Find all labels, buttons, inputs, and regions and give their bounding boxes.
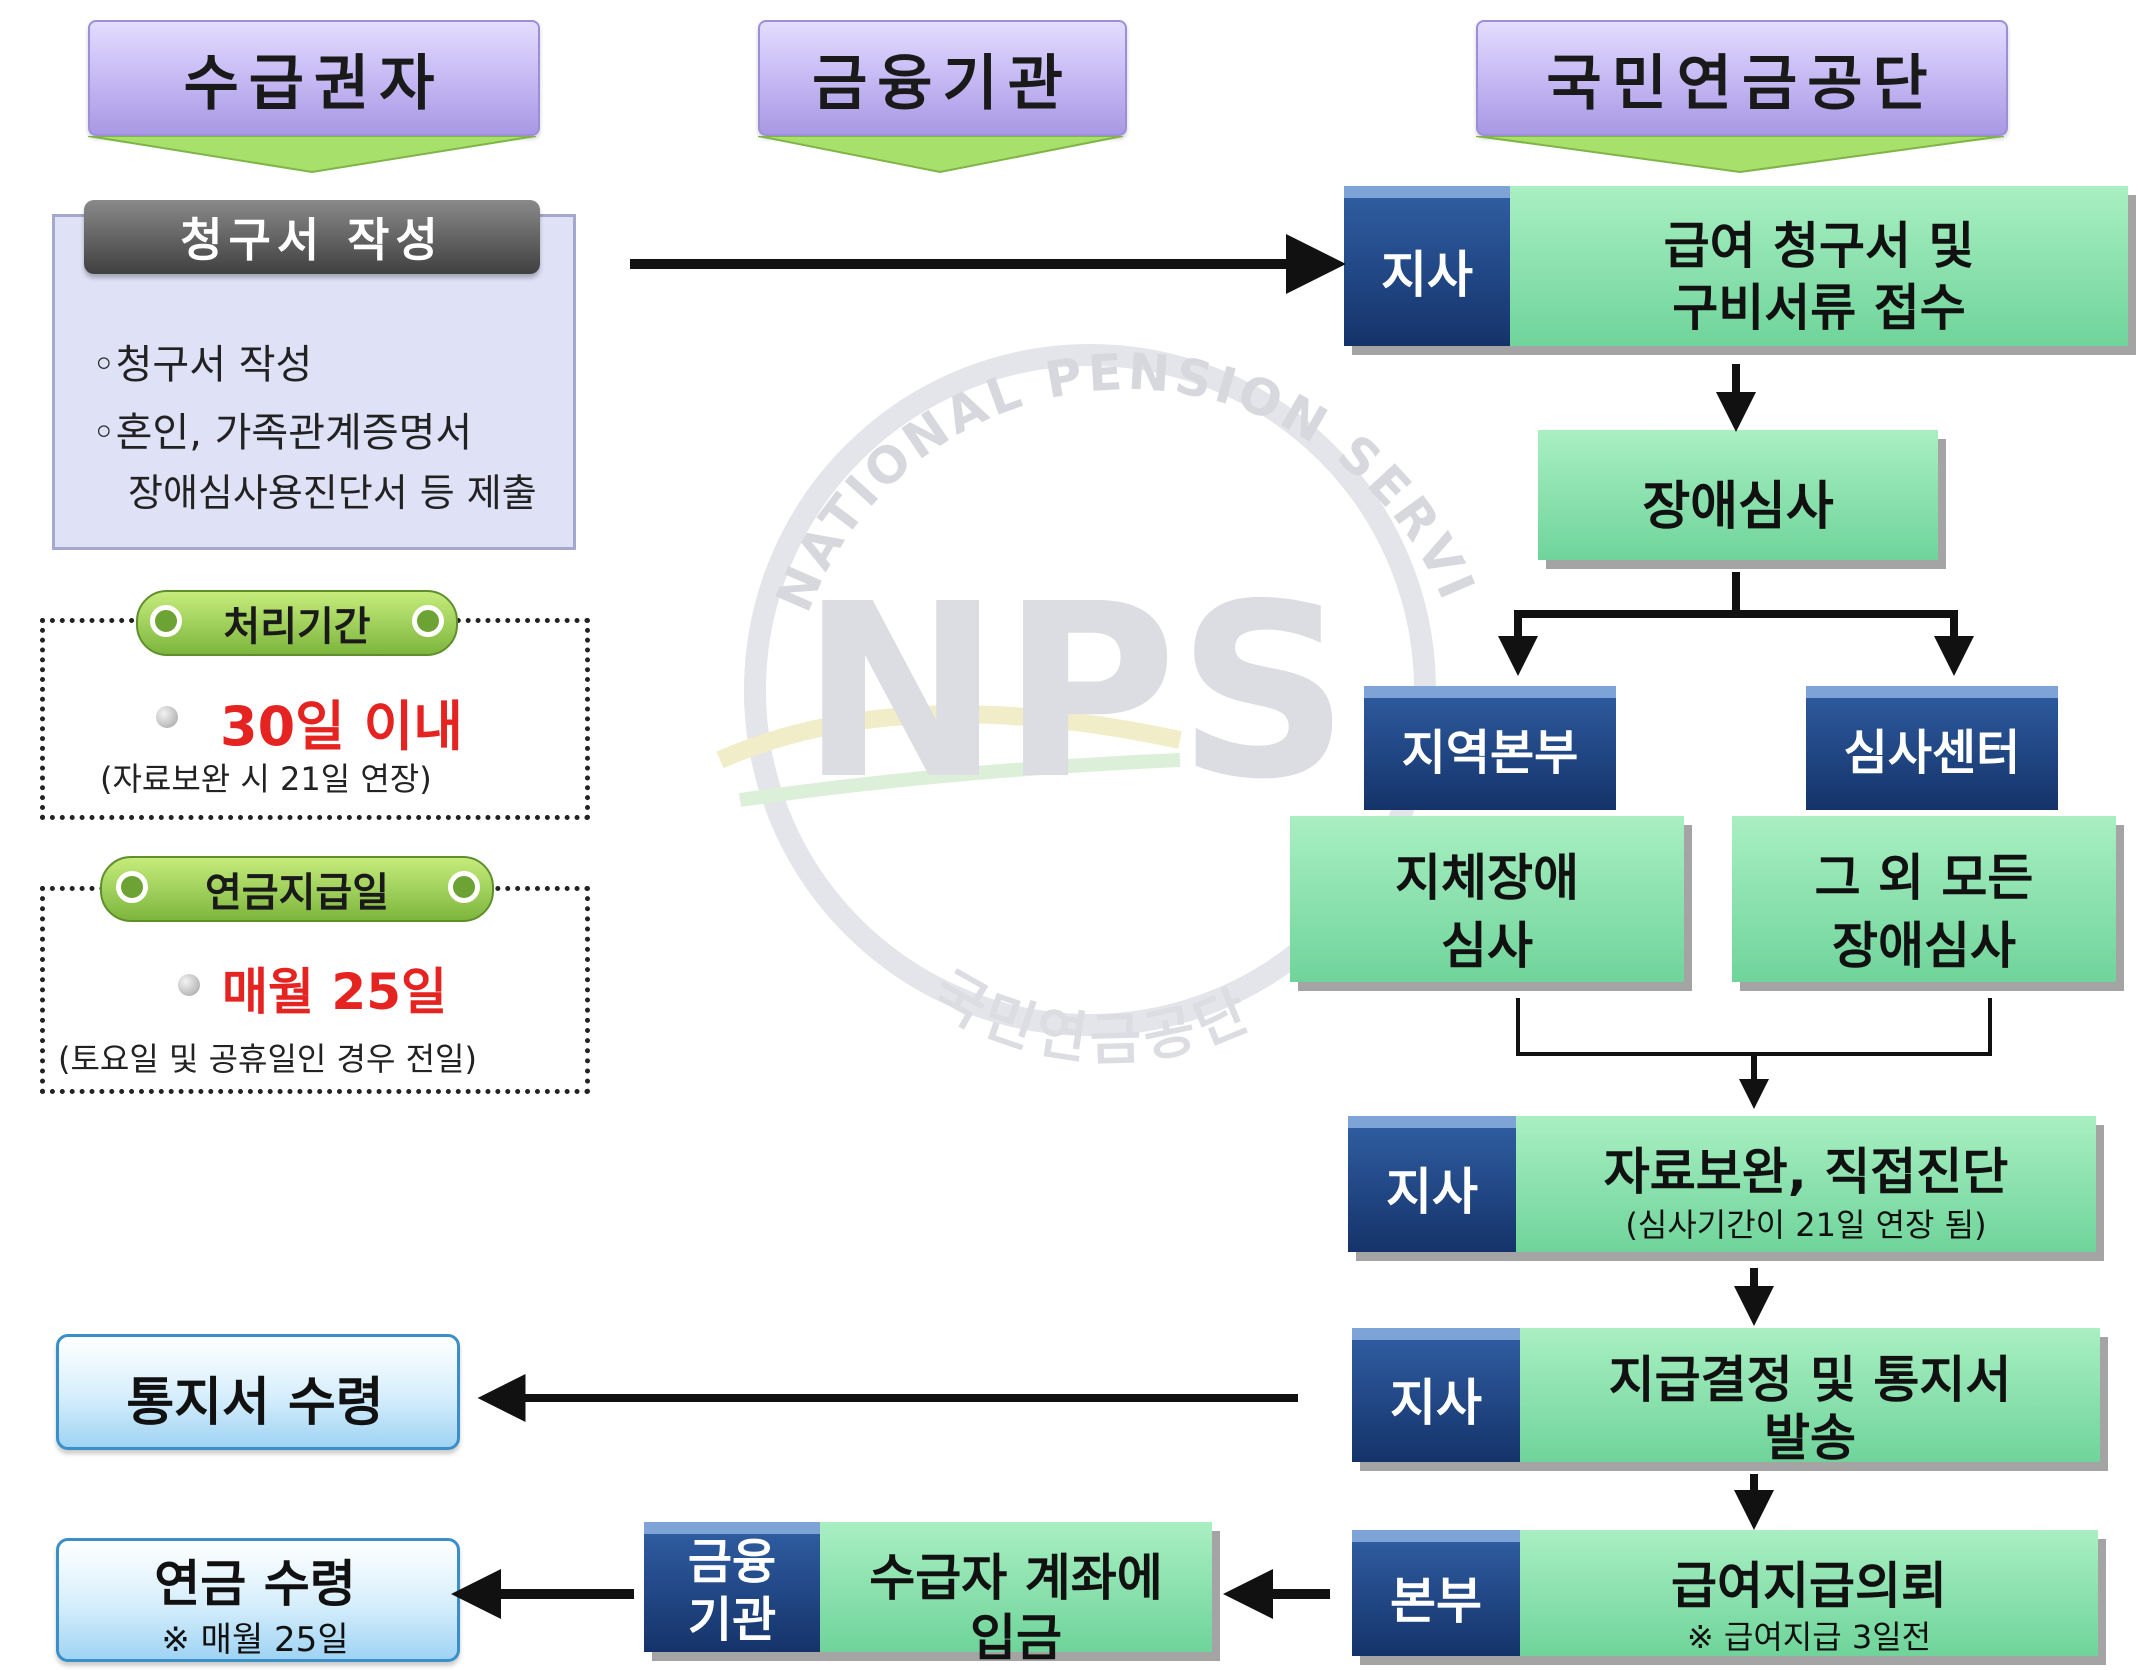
processing-period-pill: 처리기간 bbox=[136, 590, 458, 656]
processing-period-label: 처리기간 bbox=[223, 604, 371, 650]
tag-top-edge bbox=[644, 1522, 820, 1534]
notice-received-label: 통지서 수령 bbox=[126, 1373, 384, 1433]
pension-received-label: 연금 수령 bbox=[154, 1555, 356, 1613]
step-deposit-line1: 수급자 계좌에 bbox=[869, 1549, 1163, 1607]
step-request-tag-label: 본부 bbox=[1390, 1572, 1482, 1630]
step-center-box bbox=[1732, 816, 2116, 982]
column-header-financial-label: 금융기관 bbox=[812, 48, 1073, 119]
step-request-tag: 본부 bbox=[1352, 1538, 1520, 1656]
step-review-label: 장애심사 bbox=[1642, 477, 1834, 537]
column-header-financial-pointer bbox=[758, 136, 1123, 174]
pension-payday-pill: 연금지급일 bbox=[100, 856, 494, 922]
pill-ring-icon bbox=[150, 605, 182, 637]
tag-top-edge bbox=[1352, 1328, 1520, 1340]
step-regional-line1: 지체장애 bbox=[1395, 849, 1579, 907]
column-header-recipient-label: 수급권자 bbox=[183, 48, 445, 119]
step-center-line1: 그 외 모든 bbox=[1814, 849, 2034, 907]
step-supplement-tag-label: 지사 bbox=[1386, 1163, 1478, 1221]
bullet-icon bbox=[178, 974, 200, 996]
processing-period-note: (자료보완 시 21일 연장) bbox=[100, 760, 432, 798]
step-receive-line2: 구비서류 접수 bbox=[1672, 279, 1966, 337]
step-deposit-tag-line1: 금융 bbox=[687, 1534, 777, 1590]
pension-payday-value: 매월 25일 bbox=[222, 963, 447, 1021]
column-header-nps: 국민연금공단 bbox=[1476, 20, 2008, 136]
column-header-recipient: 수급권자 bbox=[88, 20, 540, 136]
step-review-box bbox=[1538, 430, 1938, 560]
step-center-tag-label: 심사센터 bbox=[1843, 725, 2021, 781]
step-deposit-line2: 입금 bbox=[970, 1609, 1062, 1667]
step-regional-line2: 심사 bbox=[1441, 917, 1533, 975]
step-regional-box bbox=[1290, 816, 1684, 982]
column-header-financial: 금융기관 bbox=[758, 20, 1127, 136]
pension-payday-note: (토요일 및 공휴일인 경우 전일) bbox=[58, 1040, 477, 1078]
step-regional-tag-label: 지역본부 bbox=[1401, 725, 1579, 781]
step-center-tag: 심사센터 bbox=[1806, 686, 2058, 810]
step-center-line2: 장애심사 bbox=[1832, 917, 2016, 975]
step-decision-line2: 발송 bbox=[1764, 1409, 1856, 1467]
step-supplement-tag: 지사 bbox=[1348, 1124, 1516, 1252]
step-decision-line1: 지급결정 및 통지서 bbox=[1608, 1351, 2012, 1409]
tag-top-edge bbox=[1352, 1530, 1520, 1542]
tag-top-edge bbox=[1806, 686, 2058, 698]
step-supplement-line2: (심사기간이 21일 연장 됨) bbox=[1625, 1206, 1987, 1244]
column-header-nps-pointer bbox=[1476, 136, 2004, 174]
pension-payday-label: 연금지급일 bbox=[205, 870, 389, 916]
step-request-line2: ※ 급여지급 3일전 bbox=[1686, 1618, 1932, 1656]
pill-ring-icon bbox=[116, 871, 148, 903]
tag-top-edge bbox=[1348, 1116, 1516, 1128]
pill-ring-icon bbox=[412, 605, 444, 637]
notice-received-box bbox=[56, 1334, 460, 1450]
step-receive-tag: 지사 bbox=[1344, 196, 1510, 346]
claim-line-2: ◦혼인, 가족관계증명서 bbox=[92, 410, 473, 456]
step-deposit-tag-line2: 기관 bbox=[687, 1592, 777, 1648]
pension-received-note: ※ 매월 25일 bbox=[161, 1620, 349, 1660]
column-header-recipient-pointer bbox=[88, 136, 536, 174]
column-header-nps-label: 국민연금공단 bbox=[1546, 48, 1938, 119]
claim-writing-tab: 청구서 작성 bbox=[84, 200, 540, 274]
claim-line-3: 장애심사용진단서 등 제출 bbox=[128, 471, 537, 515]
step-receive-line1: 급여 청구서 및 bbox=[1663, 217, 1975, 275]
pill-ring-icon bbox=[448, 871, 480, 903]
step-decision-tag-label: 지사 bbox=[1390, 1374, 1482, 1432]
claim-line-1: ◦청구서 작성 bbox=[92, 342, 313, 388]
step-decision-tag: 지사 bbox=[1352, 1336, 1520, 1462]
step-request-line1: 급여지급의뢰 bbox=[1671, 1557, 1947, 1615]
step-regional-tag: 지역본부 bbox=[1364, 686, 1616, 810]
connector-merge-bracket bbox=[1516, 998, 1992, 1056]
step-supplement-line1: 자료보완, 직접진단 bbox=[1603, 1143, 2009, 1201]
tag-top-edge bbox=[1344, 186, 1510, 198]
bullet-icon bbox=[156, 706, 178, 728]
processing-period-value: 30일 이내 bbox=[220, 695, 463, 758]
tag-top-edge bbox=[1364, 686, 1616, 698]
step-receive-tag-label: 지사 bbox=[1381, 246, 1473, 304]
watermark-logo: NPS bbox=[800, 552, 1350, 832]
step-deposit-tag: 금융 기관 bbox=[644, 1530, 820, 1652]
claim-writing-tab-label: 청구서 작성 bbox=[180, 213, 444, 267]
